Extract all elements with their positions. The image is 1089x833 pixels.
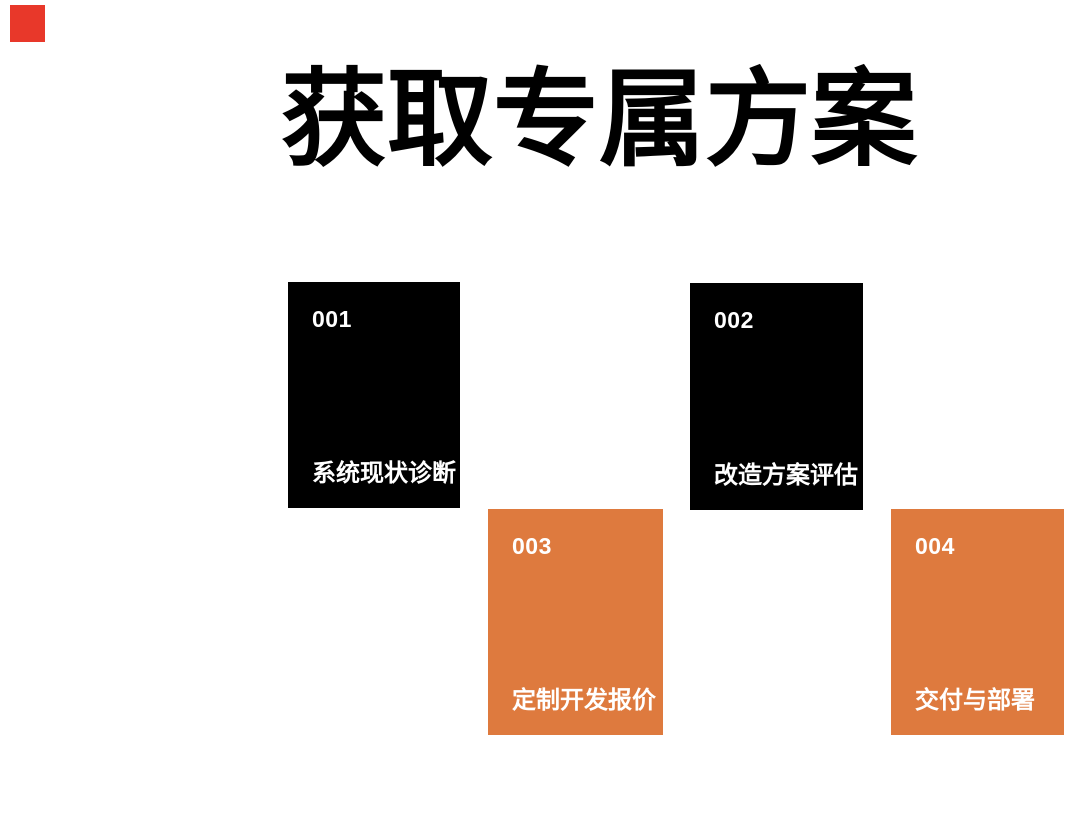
page-title: 获取专属方案 xyxy=(281,61,917,179)
step-label: 改造方案评估 xyxy=(714,462,858,489)
step-label: 定制开发报价 xyxy=(512,687,656,714)
step-label: 系统现状诊断 xyxy=(312,460,456,487)
step-number: 003 xyxy=(512,533,552,559)
step-number: 004 xyxy=(915,533,955,559)
step-number: 001 xyxy=(312,306,352,332)
step-card-003: 003 定制开发报价 xyxy=(488,509,663,735)
step-card-001: 001 系统现状诊断 xyxy=(288,282,460,508)
step-number: 002 xyxy=(714,307,754,333)
step-label: 交付与部署 xyxy=(915,687,1035,714)
step-card-002: 002 改造方案评估 xyxy=(690,283,863,510)
step-card-004: 004 交付与部署 xyxy=(891,509,1064,735)
red-accent-square xyxy=(10,5,45,42)
